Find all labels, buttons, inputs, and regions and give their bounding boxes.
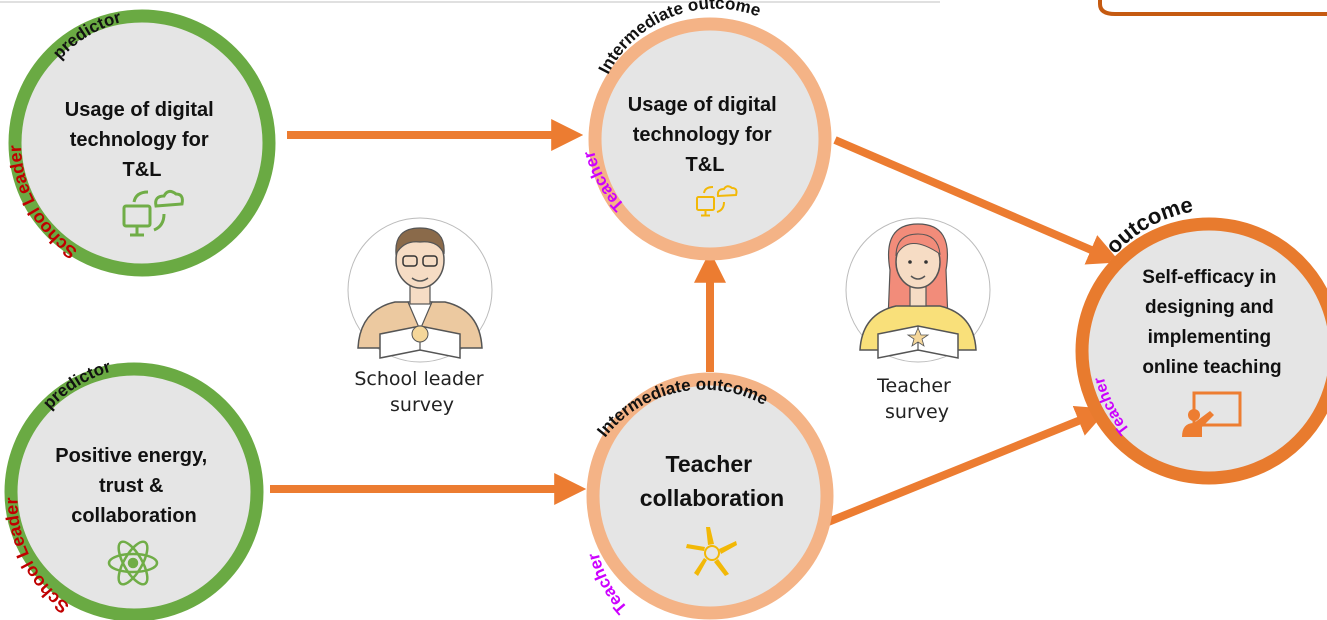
teacher-avatar-icon [845,217,991,363]
predictor-digital-circle [8,9,276,277]
atom-icon [107,540,159,586]
school-leader-survey-label: School leader survey [354,368,489,416]
intermediate-digital-node: Intermediate outcome Teacher Usage of di… [579,0,832,261]
legend-box-corner [1098,0,1327,16]
intermediate-digital-circle [588,17,832,261]
predictor-digital-title: Usage of digital technology for T&L [65,99,219,181]
intermediate-collab-node: Intermediate outcome Teacher Teacher col… [584,372,834,620]
predictor-energy-node: predictor School Leader Positive energy,… [1,357,264,620]
school-leader-survey: School leader survey [347,217,493,416]
computer-cloud-sync-icon [696,185,738,217]
teacher-board-icon [1182,391,1242,437]
school-leader-avatar-icon [347,217,493,363]
predictor-energy-title: Positive energy, trust & collaboration [55,445,212,527]
predictor-digital-node: predictor School Leader Usage of digital… [5,7,276,277]
computer-cloud-sync-icon [122,189,184,237]
arrows [270,119,1121,526]
teacher-survey-label: Teacher survey [876,375,957,423]
outcome-node: outcome Teacher Self-efficacy in designi… [1075,192,1327,485]
intermediate-collab-title: Teacher collaboration [640,451,784,511]
outcome-circle [1075,217,1327,485]
outcome-title: Self-efficacy in designing and implement… [1142,267,1281,378]
hands-circle-icon [686,527,737,576]
arrow-collaboration-to-outcome [826,405,1109,526]
intermediate-collab-circle [586,372,834,620]
teacher-survey: Teacher survey [845,217,991,423]
intermediate-digital-title: Usage of digital technology for T&L [628,94,782,176]
arrow-intermediate-digital-to-outcome [833,136,1121,265]
predictor-energy-circle [4,362,264,620]
